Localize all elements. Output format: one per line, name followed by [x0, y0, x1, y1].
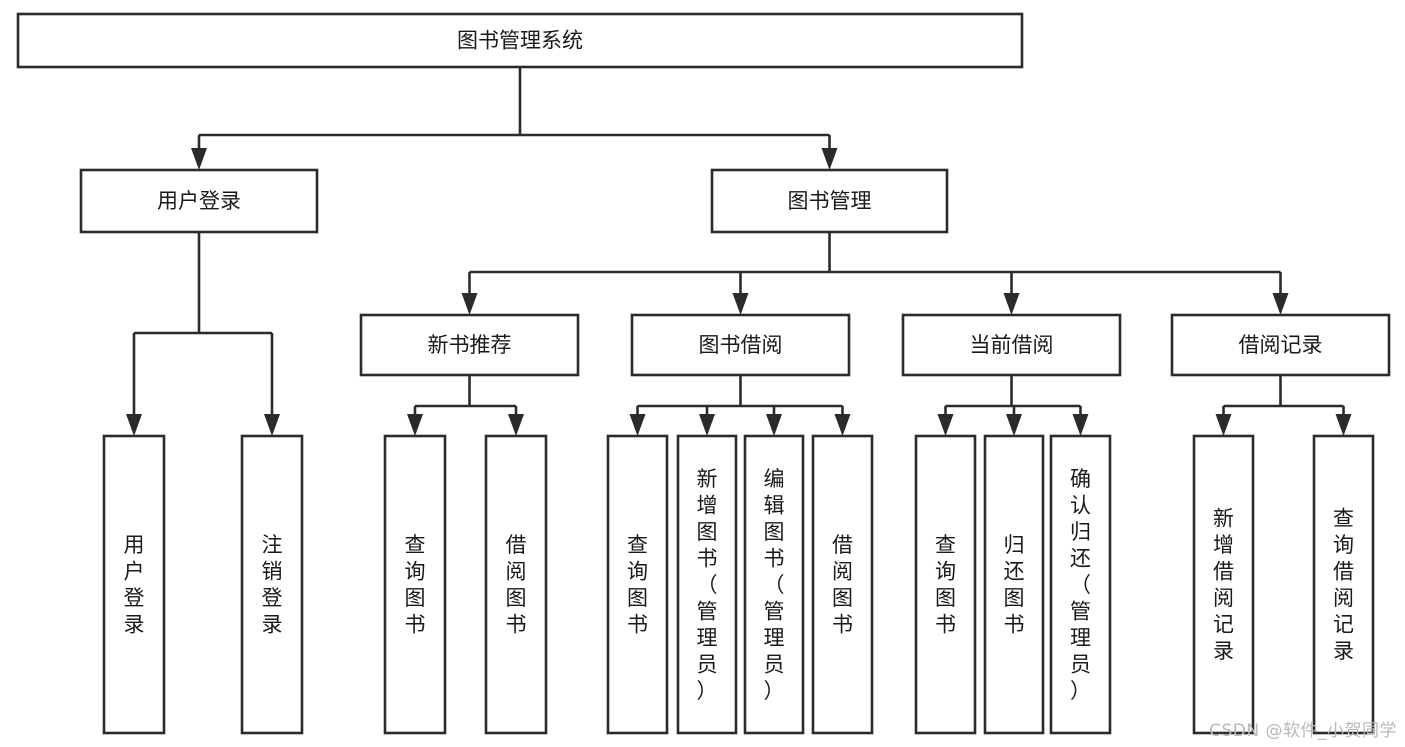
edge-group-new-book-recommend — [407, 375, 524, 436]
node-box-leaf-add-book-admin[interactable] — [676, 434, 738, 735]
node-book-borrow[interactable]: 图书借阅 — [630, 313, 851, 377]
node-label-leaf-query-book-borrow: 查询图书 — [627, 533, 648, 637]
node-box-leaf-query-book-recommend[interactable] — [383, 434, 447, 735]
node-box-book-borrow[interactable] — [630, 313, 851, 377]
node-label-leaf-query-book-current: 查询图书 — [935, 533, 956, 637]
node-box-leaf-borrow-book[interactable] — [811, 434, 874, 735]
arrow-head-icon — [126, 414, 142, 436]
node-box-leaf-return-book[interactable] — [983, 434, 1045, 735]
node-label-leaf-edit-book-admin: 编辑图书（管理员） — [764, 467, 785, 703]
node-leaf-query-book-current[interactable]: 查询图书 — [914, 434, 977, 735]
node-box-leaf-query-book-borrow[interactable] — [606, 434, 669, 735]
arrow-head-icon — [1072, 414, 1089, 436]
node-leaf-borrow-book-recommend[interactable]: 借阅图书 — [484, 434, 548, 735]
node-box-leaf-query-borrow-record[interactable] — [1312, 434, 1375, 735]
node-leaf-query-book-recommend[interactable]: 查询图书 — [383, 434, 447, 735]
arrow-head-icon — [834, 414, 851, 436]
node-label-leaf-query-book-recommend: 查询图书 — [405, 533, 426, 637]
node-label-leaf-query-borrow-record: 查询借阅记录 — [1333, 507, 1354, 664]
arrow-head-icon — [191, 148, 207, 170]
node-leaf-confirm-return-admin[interactable]: 确认归还（管理员） — [1049, 434, 1112, 735]
node-leaf-edit-book-admin[interactable]: 编辑图书（管理员） — [743, 434, 805, 735]
node-leaf-logout-login[interactable]: 注销登录 — [240, 434, 304, 735]
node-label-borrow-record: 借阅记录 — [1239, 333, 1323, 357]
arrow-head-icon — [407, 414, 423, 436]
node-user-login[interactable]: 用户登录 — [79, 168, 319, 234]
node-current-borrow[interactable]: 当前借阅 — [901, 313, 1122, 377]
edges-layer — [126, 67, 1352, 436]
arrow-head-icon — [1215, 414, 1232, 436]
arrow-head-icon — [264, 414, 280, 436]
arrow-head-icon — [1335, 414, 1352, 436]
arrow-head-icon — [699, 414, 715, 436]
node-box-leaf-borrow-book-recommend[interactable] — [484, 434, 548, 735]
node-box-leaf-edit-book-admin[interactable] — [743, 434, 805, 735]
edge-group-root — [191, 67, 838, 170]
node-book-manage[interactable]: 图书管理 — [710, 168, 949, 234]
edge-group-book-borrow — [629, 375, 851, 436]
node-box-leaf-add-borrow-record[interactable] — [1192, 434, 1255, 735]
arrow-head-icon — [1272, 293, 1289, 315]
node-label-leaf-confirm-return-admin: 确认归还（管理员） — [1070, 467, 1091, 703]
edge-group-user-login — [126, 232, 280, 436]
node-label-leaf-borrow-book-recommend: 借阅图书 — [506, 533, 527, 637]
node-label-leaf-add-borrow-record: 新增借阅记录 — [1213, 507, 1234, 664]
node-box-root[interactable] — [16, 12, 1024, 69]
node-root[interactable]: 图书管理系统 — [16, 12, 1024, 69]
nodes-layer: 图书管理系统用户登录图书管理新书推荐图书借阅当前借阅借阅记录用户登录注销登录查询… — [16, 12, 1391, 735]
edge-group-book-manage — [461, 232, 1289, 315]
node-leaf-return-book[interactable]: 归还图书 — [983, 434, 1045, 735]
node-box-borrow-record[interactable] — [1170, 313, 1391, 377]
node-label-book-manage: 图书管理 — [788, 189, 872, 213]
node-leaf-user-login[interactable]: 用户登录 — [102, 434, 166, 735]
arrow-head-icon — [766, 414, 782, 436]
arrow-head-icon — [1003, 293, 1020, 315]
node-label-leaf-logout-login: 注销登录 — [262, 533, 283, 637]
arrow-head-icon — [732, 293, 749, 315]
arrow-head-icon — [821, 148, 838, 170]
node-label-leaf-user-login: 用户登录 — [124, 533, 145, 637]
edge-group-current-borrow — [937, 375, 1089, 436]
node-box-book-manage[interactable] — [710, 168, 949, 234]
node-new-book-recommend[interactable]: 新书推荐 — [359, 313, 580, 377]
arrow-head-icon — [1006, 414, 1022, 436]
node-label-new-book-recommend: 新书推荐 — [428, 333, 512, 357]
arrow-head-icon — [508, 414, 524, 436]
node-leaf-query-borrow-record[interactable]: 查询借阅记录 — [1312, 434, 1375, 735]
node-box-current-borrow[interactable] — [901, 313, 1122, 377]
node-leaf-add-borrow-record[interactable]: 新增借阅记录 — [1192, 434, 1255, 735]
node-borrow-record[interactable]: 借阅记录 — [1170, 313, 1391, 377]
node-label-current-borrow: 当前借阅 — [970, 333, 1054, 357]
node-box-leaf-query-book-current[interactable] — [914, 434, 977, 735]
edge-group-borrow-record — [1215, 375, 1352, 436]
node-label-leaf-return-book: 归还图书 — [1004, 533, 1025, 637]
node-label-leaf-add-book-admin: 新增图书（管理员） — [697, 467, 718, 703]
node-leaf-borrow-book[interactable]: 借阅图书 — [811, 434, 874, 735]
node-leaf-query-book-borrow[interactable]: 查询图书 — [606, 434, 669, 735]
arrow-head-icon — [629, 414, 646, 436]
node-box-new-book-recommend[interactable] — [359, 313, 580, 377]
arrow-head-icon — [937, 414, 954, 436]
node-box-leaf-logout-login[interactable] — [240, 434, 304, 735]
node-label-root: 图书管理系统 — [457, 29, 583, 53]
node-box-leaf-confirm-return-admin[interactable] — [1049, 434, 1112, 735]
node-label-leaf-borrow-book: 借阅图书 — [832, 533, 853, 637]
node-leaf-add-book-admin[interactable]: 新增图书（管理员） — [676, 434, 738, 735]
node-box-user-login[interactable] — [79, 168, 319, 234]
arrow-head-icon — [461, 293, 478, 315]
node-label-book-borrow: 图书借阅 — [699, 333, 783, 357]
node-box-leaf-user-login[interactable] — [102, 434, 166, 735]
node-label-user-login: 用户登录 — [157, 189, 241, 213]
